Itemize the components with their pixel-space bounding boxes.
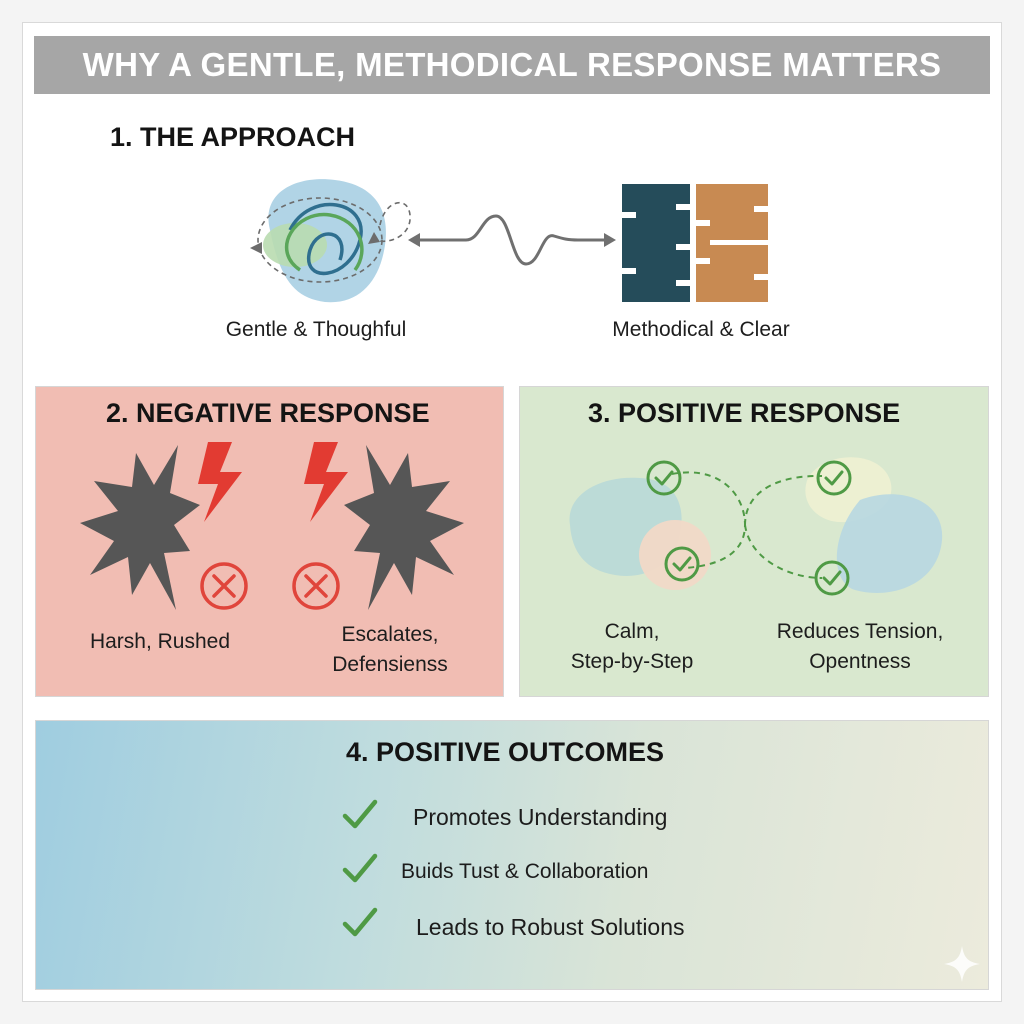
positive-title: 3. POSITIVE RESPONSE xyxy=(588,398,901,428)
negative-title: 2. NEGATIVE RESPONSE xyxy=(106,398,430,428)
sparkle-icon xyxy=(944,946,980,982)
wave-connector-arrow xyxy=(408,214,616,266)
positive-right-caption-line2: Opentness xyxy=(809,650,911,673)
positive-right-caption: Reduces Tension, Opentness xyxy=(760,617,960,677)
positive-left-caption-line2: Step-by-Step xyxy=(570,650,694,673)
page-title: WHY A GENTLE, METHODICAL RESPONSE MATTER… xyxy=(82,46,942,83)
title-banner: WHY A GENTLE, METHODICAL RESPONSE MATTER… xyxy=(34,36,990,94)
approach-right-caption: Methodical & Clear xyxy=(612,318,790,341)
outcome-item-2: Buids Tust & Collaboration xyxy=(401,860,649,883)
check-icon-1 xyxy=(342,799,378,829)
check-circle-icon-1 xyxy=(646,460,682,496)
check-icon-3 xyxy=(342,907,378,937)
positive-outcomes-panel xyxy=(35,720,989,990)
positive-left-caption-line1: Calm, xyxy=(604,620,660,643)
lightning-icon-left xyxy=(198,442,242,522)
x-circle-icon-left xyxy=(200,562,248,610)
angry-burst-icon-left xyxy=(80,445,200,610)
puzzle-blocks-icon xyxy=(622,184,768,302)
outcome-item-1: Promotes Understanding xyxy=(413,804,668,830)
positive-flow-diagram xyxy=(569,457,943,593)
negative-left-caption: Harsh, Rushed xyxy=(89,630,231,653)
negative-right-caption-line1: Escalates, xyxy=(341,623,439,646)
outcome-item-3: Leads to Robust Solutions xyxy=(416,914,685,940)
x-circle-icon-right xyxy=(292,562,340,610)
check-circle-icon-3 xyxy=(816,460,852,496)
angry-burst-icon-right xyxy=(344,445,464,610)
approach-title: 1. THE APPROACH xyxy=(110,122,356,152)
approach-left-caption: Gentle & Thoughful xyxy=(225,318,407,341)
negative-right-caption: Escalates, Defensienss xyxy=(300,620,480,680)
positive-left-caption: Calm, Step-by-Step xyxy=(552,617,712,677)
check-circle-icon-4 xyxy=(814,560,850,596)
lightning-icon-right xyxy=(304,442,348,522)
positive-right-caption-line1: Reduces Tension, xyxy=(776,620,944,643)
gentle-swirl-icon xyxy=(250,179,411,303)
check-icon-2 xyxy=(342,853,378,883)
check-circle-icon-2 xyxy=(664,546,700,582)
outcomes-title: 4. POSITIVE OUTCOMES xyxy=(346,737,665,767)
negative-right-caption-line2: Defensienss xyxy=(332,653,448,676)
